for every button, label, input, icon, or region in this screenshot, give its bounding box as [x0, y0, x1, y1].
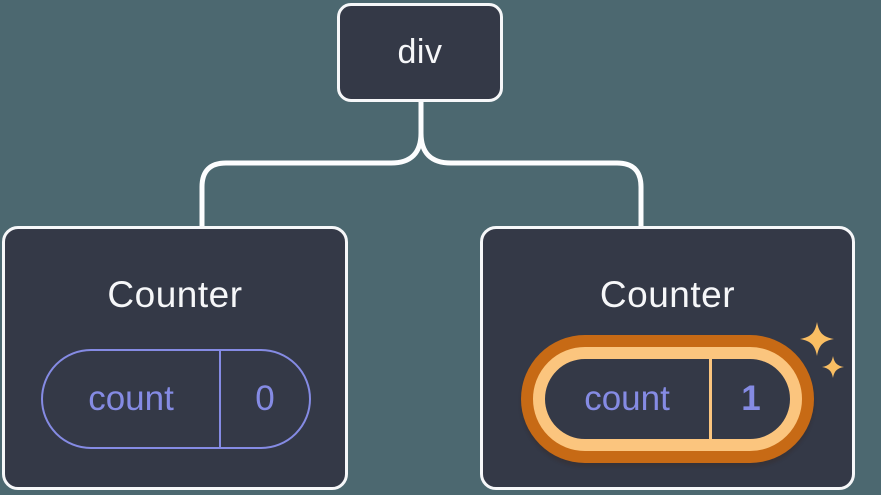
state-key-label: count — [88, 379, 174, 418]
connector-left-branch — [199, 100, 424, 228]
sparkles-icon — [800, 322, 844, 378]
state-key-label: count — [584, 379, 670, 418]
state-pill-highlighted: count 1 — [533, 347, 802, 451]
state-value: 0 — [219, 351, 309, 447]
state-pill: count 0 — [41, 349, 311, 449]
state-value: 1 — [709, 359, 790, 439]
counter-card-left: Counter count 0 — [2, 226, 348, 490]
connector-right-branch — [418, 132, 644, 228]
root-node-div: div — [337, 3, 503, 102]
counter-card-right: Counter count 1 — [480, 226, 855, 490]
card-title: Counter — [107, 274, 243, 315]
root-node-label: div — [397, 33, 443, 71]
card-title: Counter — [599, 274, 736, 315]
